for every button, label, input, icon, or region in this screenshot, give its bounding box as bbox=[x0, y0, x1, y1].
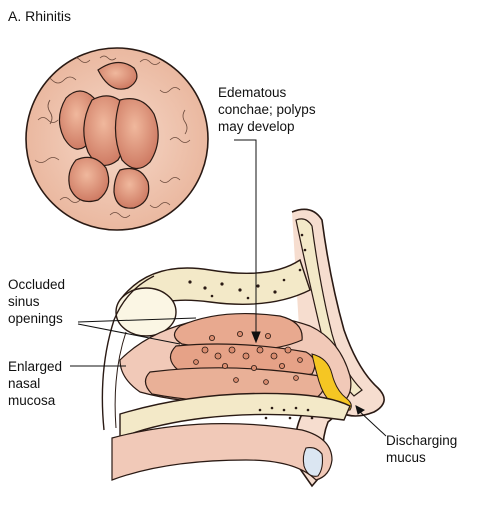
label-line: may develop bbox=[218, 119, 295, 134]
label-line: Occluded bbox=[8, 277, 66, 292]
label-line: mucus bbox=[386, 450, 426, 465]
label-enlarged-nasal-mucosa: Enlarged nasal mucosa bbox=[8, 358, 62, 409]
magnified-tissue-view bbox=[25, 47, 209, 231]
label-line: openings bbox=[8, 311, 63, 326]
label-occluded-sinus-openings: Occluded sinus openings bbox=[8, 276, 65, 327]
nasal-cross-section bbox=[101, 208, 385, 488]
label-line: Discharging bbox=[386, 433, 458, 448]
label-discharging-mucus: Discharging mucus bbox=[386, 432, 457, 466]
label-line: sinus bbox=[8, 294, 40, 309]
label-line: nasal bbox=[8, 376, 41, 391]
label-line: Edematous bbox=[218, 85, 287, 100]
label-edematous-conchae: Edematous conchae; polyps may develop bbox=[218, 84, 316, 135]
label-line: mucosa bbox=[8, 393, 56, 408]
label-line: Enlarged bbox=[8, 359, 63, 374]
label-line: conchae; polyps bbox=[218, 102, 316, 117]
figure-title: A. Rhinitis bbox=[8, 8, 72, 24]
leader-lines bbox=[70, 139, 387, 437]
